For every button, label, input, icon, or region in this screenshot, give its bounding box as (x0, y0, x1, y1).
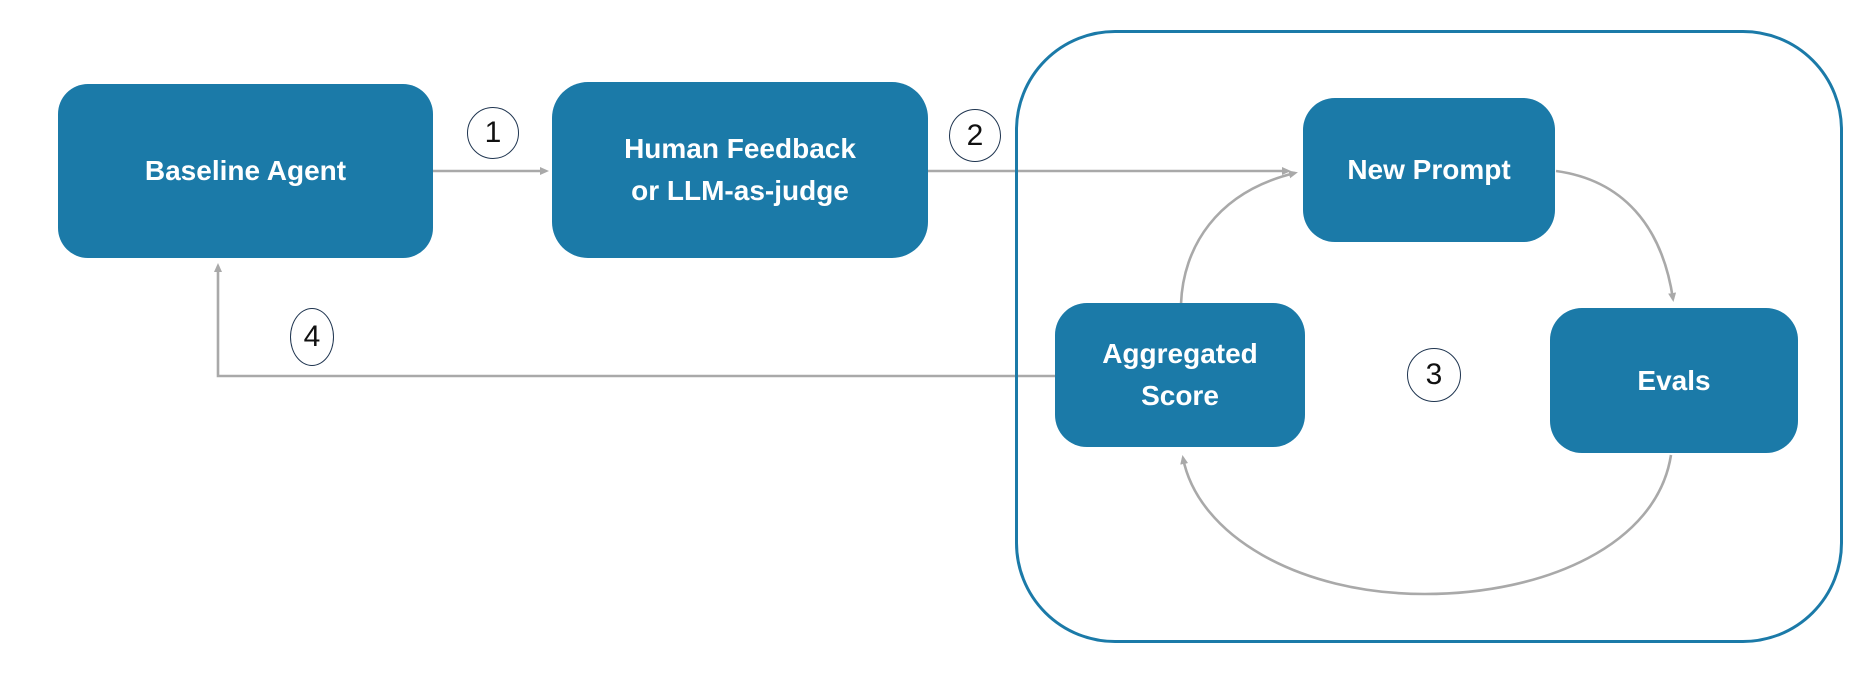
step-1-badge: 1 (467, 107, 519, 159)
node-evals: Evals (1550, 308, 1798, 453)
step-4-number: 4 (303, 320, 321, 353)
step-3-number: 3 (1425, 358, 1443, 391)
arrow-loop-score-to-newprompt (1179, 170, 1298, 305)
step-4-badge: 4 (290, 308, 334, 366)
step-1-number: 1 (484, 116, 502, 149)
step-2-number: 2 (966, 118, 984, 152)
step-2-badge: 2 (949, 109, 1001, 162)
node-baseline-agent-label: Baseline Agent (144, 155, 347, 186)
node-aggregated-score: Aggregated Score (1055, 303, 1305, 447)
node-evals-label: Evals (1637, 364, 1711, 396)
node-human-feedback-label-line1: Human Feedback (624, 133, 856, 164)
node-human-feedback: Human Feedback or LLM-as-judge (552, 82, 928, 258)
node-new-prompt-label: New Prompt (1347, 154, 1511, 185)
arrow-loop-newprompt-to-evals (1555, 169, 1677, 302)
arrow-loop-evals-to-score (1180, 454, 1673, 596)
optimization-loop-container (1015, 30, 1843, 643)
node-new-prompt: New Prompt (1303, 98, 1555, 242)
node-baseline-agent: Baseline Agent (58, 84, 433, 258)
node-human-feedback-label-line2: or LLM-as-judge (631, 175, 849, 206)
step-3-badge: 3 (1407, 348, 1461, 402)
node-aggregated-score-label-line1: Aggregated (1102, 338, 1258, 369)
arrow-step4-score-to-baseline (214, 263, 1055, 378)
node-aggregated-score-label-line2: Score (1141, 380, 1219, 411)
